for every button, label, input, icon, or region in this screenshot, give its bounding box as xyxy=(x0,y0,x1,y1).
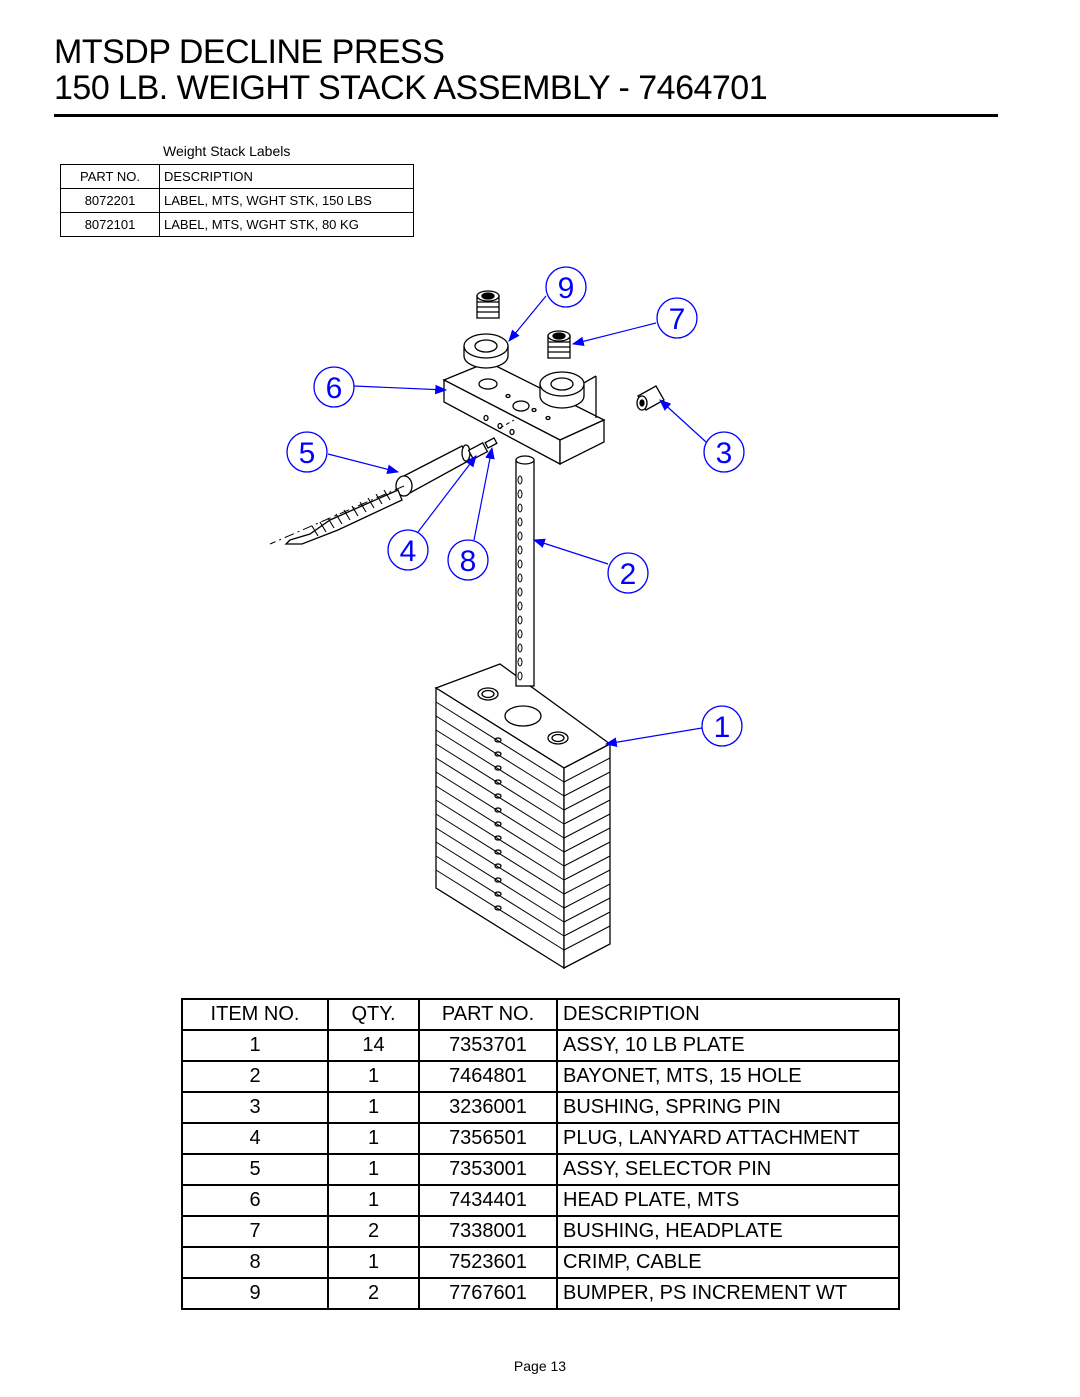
cell-qty: 14 xyxy=(327,1029,420,1062)
cell-description: PLUG, LANYARD ATTACHMENT xyxy=(556,1122,900,1155)
cell-qty: 1 xyxy=(327,1060,420,1093)
cell-part-no: 7523601 xyxy=(418,1246,558,1279)
svg-text:6: 6 xyxy=(326,372,343,405)
header-part-no: PART NO. xyxy=(60,164,160,189)
cell-description: BUSHING, SPRING PIN xyxy=(556,1091,900,1124)
cell-item-no: 8 xyxy=(181,1246,329,1279)
bayonet-rod xyxy=(515,455,535,687)
bill-of-materials-table: ITEM NO. QTY. PART NO. DESCRIPTION 1 14 … xyxy=(181,998,900,1310)
cell-item-no: 1 xyxy=(181,1029,329,1062)
callout-9: 9 xyxy=(545,266,587,308)
head-plate xyxy=(442,361,606,466)
svg-text:7: 7 xyxy=(669,303,686,336)
callout-leaders xyxy=(327,295,707,747)
cell-item-no: 2 xyxy=(181,1060,329,1093)
svg-text:3: 3 xyxy=(716,437,733,470)
cell-qty: 1 xyxy=(327,1091,420,1124)
cell-description: CRIMP, CABLE xyxy=(556,1246,900,1279)
svg-text:5: 5 xyxy=(299,437,316,470)
svg-text:2: 2 xyxy=(620,558,637,591)
table-row: 7 2 7338001 BUSHING, HEADPLATE xyxy=(181,1215,900,1248)
table-header-row: ITEM NO. QTY. PART NO. DESCRIPTION xyxy=(181,998,900,1031)
cell-item-no: 9 xyxy=(181,1277,329,1310)
title-line-1: MTSDP DECLINE PRESS xyxy=(54,33,445,71)
cell-part-no: 7353701 xyxy=(418,1029,558,1062)
cell-part-no: 7767601 xyxy=(418,1277,558,1310)
cell-description: ASSY, 10 LB PLATE xyxy=(556,1029,900,1062)
table-row: 4 1 7356501 PLUG, LANYARD ATTACHMENT xyxy=(181,1122,900,1155)
weight-stack-labels-table: PART NO. DESCRIPTION 8072201 LABEL, MTS,… xyxy=(60,164,414,237)
header-part-no: PART NO. xyxy=(418,998,558,1031)
cell-part-no: 7356501 xyxy=(418,1122,558,1155)
headplate-bushing xyxy=(463,333,585,409)
callout-8: 8 xyxy=(447,539,489,581)
cell-description: LABEL, MTS, WGHT STK, 80 KG xyxy=(159,212,414,237)
header-item-no: ITEM NO. xyxy=(181,998,329,1031)
cell-description: BAYONET, MTS, 15 HOLE xyxy=(556,1060,900,1093)
callout-2: 2 xyxy=(607,552,649,594)
table-row: 2 1 7464801 BAYONET, MTS, 15 HOLE xyxy=(181,1060,900,1093)
cell-part-no: 7464801 xyxy=(418,1060,558,1093)
cell-part-no: 3236001 xyxy=(418,1091,558,1124)
cell-item-no: 6 xyxy=(181,1184,329,1217)
cell-qty: 1 xyxy=(327,1184,420,1217)
cell-part-no: 7434401 xyxy=(418,1184,558,1217)
table-row: 8 1 7523601 CRIMP, CABLE xyxy=(181,1246,900,1279)
header-qty: QTY. xyxy=(327,998,420,1031)
title-line-2: 150 LB. WEIGHT STACK ASSEMBLY - 7464701 xyxy=(54,69,768,107)
cell-qty: 2 xyxy=(327,1215,420,1248)
callout-7: 7 xyxy=(656,297,698,339)
cell-qty: 1 xyxy=(327,1246,420,1279)
callout-6: 6 xyxy=(313,366,355,408)
table-row: 5 1 7353001 ASSY, SELECTOR PIN xyxy=(181,1153,900,1186)
weight-stack xyxy=(434,663,612,970)
cell-description: ASSY, SELECTOR PIN xyxy=(556,1153,900,1186)
cell-description: LABEL, MTS, WGHT STK, 150 LBS xyxy=(159,188,414,213)
table-row: 8072101 LABEL, MTS, WGHT STK, 80 KG xyxy=(60,212,414,237)
svg-text:8: 8 xyxy=(460,545,477,578)
svg-text:9: 9 xyxy=(558,272,575,305)
cell-item-no: 7 xyxy=(181,1215,329,1248)
table-header-row: PART NO. DESCRIPTION xyxy=(60,164,414,189)
cell-part-no: 7338001 xyxy=(418,1215,558,1248)
cell-part-no: 7353001 xyxy=(418,1153,558,1186)
labels-table-caption: Weight Stack Labels xyxy=(163,143,291,159)
exploded-assembly-drawing: 9 7 6 5 3 4 8 2 xyxy=(269,266,745,970)
cell-item-no: 5 xyxy=(181,1153,329,1186)
svg-text:1: 1 xyxy=(714,711,731,744)
cell-description: BUMPER, PS INCREMENT WT xyxy=(556,1277,900,1310)
header-description: DESCRIPTION xyxy=(556,998,900,1031)
svg-text:4: 4 xyxy=(400,535,417,568)
cell-item-no: 3 xyxy=(181,1091,329,1124)
title-underline xyxy=(54,114,998,117)
spring-pin-bushing xyxy=(636,385,665,411)
table-row: 8072201 LABEL, MTS, WGHT STK, 150 LBS xyxy=(60,188,414,213)
increment-bumper xyxy=(476,290,571,359)
cell-description: HEAD PLATE, MTS xyxy=(556,1184,900,1217)
page-number: Page 13 xyxy=(513,1358,567,1374)
selector-pin-assembly xyxy=(269,419,515,545)
page-title: MTSDP DECLINE PRESS 150 LB. WEIGHT STACK… xyxy=(54,33,768,107)
table-row: 1 14 7353701 ASSY, 10 LB PLATE xyxy=(181,1029,900,1062)
callout-4: 4 xyxy=(387,529,429,571)
table-row: 6 1 7434401 HEAD PLATE, MTS xyxy=(181,1184,900,1217)
table-row: 3 1 3236001 BUSHING, SPRING PIN xyxy=(181,1091,900,1124)
cell-qty: 1 xyxy=(327,1153,420,1186)
cell-qty: 1 xyxy=(327,1122,420,1155)
callout-5: 5 xyxy=(286,431,328,473)
cell-description: BUSHING, HEADPLATE xyxy=(556,1215,900,1248)
cell-part-no: 8072101 xyxy=(60,212,160,237)
header-description: DESCRIPTION xyxy=(159,164,414,189)
cell-qty: 2 xyxy=(327,1277,420,1310)
cell-part-no: 8072201 xyxy=(60,188,160,213)
table-row: 9 2 7767601 BUMPER, PS INCREMENT WT xyxy=(181,1277,900,1310)
cell-item-no: 4 xyxy=(181,1122,329,1155)
callout-3: 3 xyxy=(703,431,745,473)
callout-1: 1 xyxy=(701,705,743,747)
